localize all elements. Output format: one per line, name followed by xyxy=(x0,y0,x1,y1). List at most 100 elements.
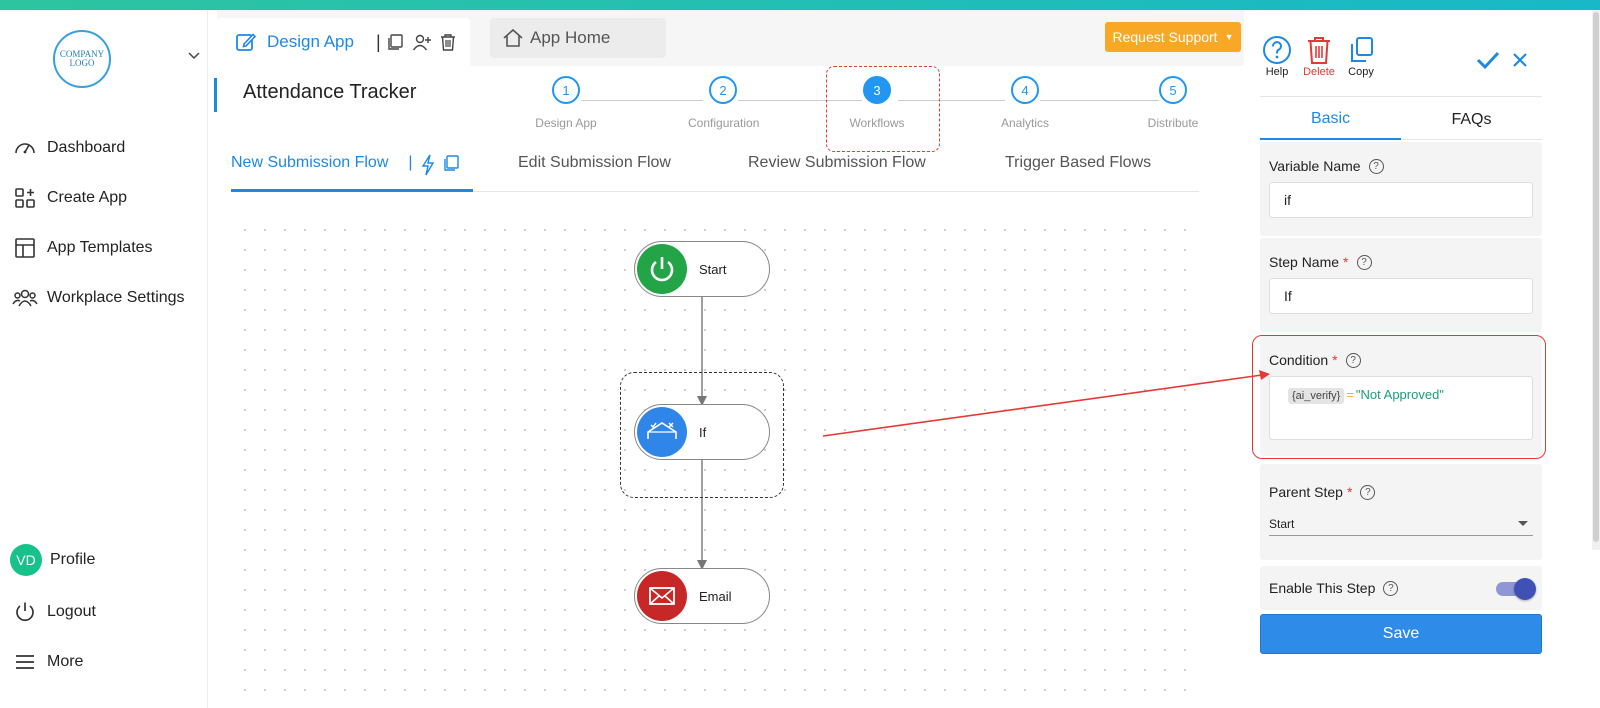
workflow-node-if[interactable]: If xyxy=(634,404,770,460)
close-icon[interactable] xyxy=(1512,52,1528,68)
sidebar-item-workplace-settings[interactable]: Workplace Settings xyxy=(12,283,185,313)
parent-step-group: Parent Step * ? Start xyxy=(1260,464,1542,560)
properties-panel: Help Delete Copy Basic FAQs Variable Nam… xyxy=(1252,10,1600,708)
edit-icon xyxy=(236,33,257,51)
tab-label: App Home xyxy=(530,28,611,47)
workflow-canvas[interactable]: Start If Email xyxy=(231,216,1199,708)
tab-label: Design App xyxy=(267,32,354,51)
step-number: 4 xyxy=(1011,76,1039,104)
step-label: Configuration xyxy=(688,116,760,130)
step-name-label: Step Name * ? xyxy=(1269,254,1372,270)
step-design-app[interactable]: 1 Design App xyxy=(531,76,601,130)
sidebar-item-label: App Templates xyxy=(47,239,153,256)
help-label: Help xyxy=(1265,66,1289,78)
chevron-down-icon[interactable] xyxy=(187,48,201,62)
panel-scrollbar[interactable] xyxy=(1592,10,1600,550)
duplicate-icon[interactable] xyxy=(443,154,461,177)
tab-label: Trigger Based Flows xyxy=(1005,154,1152,171)
help-button[interactable]: Help xyxy=(1253,34,1301,78)
company-logo[interactable]: COMPANY LOGO xyxy=(53,30,111,88)
tab-new-submission-flow[interactable]: New Submission Flow | xyxy=(231,154,461,192)
tab-basic[interactable]: Basic xyxy=(1260,100,1401,140)
sidebar-item-dashboard[interactable]: Dashboard xyxy=(12,133,125,163)
logo-text: COMPANY LOGO xyxy=(59,49,105,68)
condition-highlight-annotation xyxy=(1252,335,1546,459)
step-distribute[interactable]: 5 Distribute xyxy=(1138,76,1208,130)
enable-step-label: Enable This Step ? xyxy=(1269,580,1399,596)
title-accent xyxy=(214,78,217,112)
scrollbar-thumb[interactable] xyxy=(1593,12,1599,542)
copy-icon xyxy=(1337,34,1385,66)
envelope-icon xyxy=(637,571,687,621)
step-label: Analytics xyxy=(1000,116,1050,130)
stepper-connector xyxy=(1040,100,1159,101)
tab-design-app[interactable]: Design App | xyxy=(217,18,470,66)
enable-step-toggle[interactable] xyxy=(1496,578,1536,600)
variable-name-input[interactable]: if xyxy=(1269,182,1533,218)
button-label: Request Support xyxy=(1112,29,1218,45)
help-circle-icon[interactable]: ? xyxy=(1345,352,1361,368)
trash-icon[interactable] xyxy=(437,31,459,53)
sidebar-item-create-app[interactable]: Create App xyxy=(12,183,127,213)
copy-button[interactable]: Copy xyxy=(1337,34,1385,78)
field-label-text: Condition xyxy=(1269,352,1329,368)
help-circle-icon[interactable]: ? xyxy=(1383,580,1399,596)
condition-group: Condition * ? {ai_verify}="Not Approved" xyxy=(1260,336,1542,456)
sidebar-item-label: Workplace Settings xyxy=(47,289,185,306)
node-selection-box xyxy=(620,372,784,498)
request-support-button[interactable]: Request Support ▼ xyxy=(1105,22,1241,52)
duplicate-icon[interactable] xyxy=(385,31,407,53)
caret-down-icon: ▼ xyxy=(1224,32,1234,42)
variable-name-group: Variable Name ? if xyxy=(1260,142,1542,236)
save-button[interactable]: Save xyxy=(1260,614,1542,654)
node-label: Start xyxy=(699,261,727,277)
sidebar-item-app-templates[interactable]: App Templates xyxy=(12,233,153,263)
workflow-node-email[interactable]: Email xyxy=(634,568,770,624)
tab-review-submission-flow[interactable]: Review Submission Flow xyxy=(748,154,926,192)
trash-icon xyxy=(1295,34,1343,66)
tab-edit-submission-flow[interactable]: Edit Submission Flow xyxy=(518,154,671,192)
parent-step-select[interactable]: Start xyxy=(1269,512,1533,536)
step-configuration[interactable]: 2 Configuration xyxy=(688,76,760,130)
help-circle-icon[interactable]: ? xyxy=(1356,254,1372,270)
sidebar-item-profile[interactable]: VD Profile xyxy=(10,544,96,576)
tab-label: Edit Submission Flow xyxy=(518,154,671,171)
step-number: 2 xyxy=(709,76,737,104)
tab-faqs[interactable]: FAQs xyxy=(1451,111,1492,128)
step-label: Design App xyxy=(535,116,597,130)
step-label: Distribute xyxy=(1147,116,1199,130)
field-label-text: Step Name xyxy=(1269,254,1340,270)
menu-icon xyxy=(12,649,38,675)
condition-editor[interactable]: {ai_verify}="Not Approved" xyxy=(1269,376,1533,440)
node-label: If xyxy=(699,424,707,440)
home-icon xyxy=(503,28,523,47)
enable-step-group: Enable This Step ? xyxy=(1260,566,1542,610)
workflow-node-start[interactable]: Start xyxy=(634,241,770,297)
sidebar-item-label: Dashboard xyxy=(47,139,126,156)
help-circle-icon[interactable]: ? xyxy=(1368,158,1384,174)
power-icon xyxy=(637,244,687,294)
branch-icon xyxy=(637,407,687,457)
page-title: Attendance Tracker xyxy=(243,81,417,103)
step-analytics[interactable]: 4 Analytics xyxy=(990,76,1060,130)
required-mark: * xyxy=(1346,484,1353,500)
delete-button[interactable]: Delete xyxy=(1295,34,1343,78)
lightning-icon[interactable] xyxy=(421,154,435,181)
users-icon xyxy=(12,285,38,311)
sidebar: COMPANY LOGO Dashboard Create App App Te… xyxy=(0,10,208,708)
sidebar-item-label: Profile xyxy=(50,551,96,568)
tab-app-home[interactable]: App Home xyxy=(490,18,666,58)
help-circle-icon[interactable]: ? xyxy=(1360,484,1376,500)
panel-divider xyxy=(1260,96,1542,97)
active-tab-indicator xyxy=(231,189,473,192)
check-icon[interactable] xyxy=(1476,50,1500,70)
step-number: 1 xyxy=(552,76,580,104)
step-workflows[interactable]: 3 Workflows xyxy=(842,76,912,130)
tab-trigger-based-flows[interactable]: Trigger Based Flows xyxy=(1005,154,1151,192)
parent-step-label: Parent Step * ? xyxy=(1269,484,1376,500)
sidebar-item-more[interactable]: More xyxy=(12,647,83,677)
add-user-icon[interactable] xyxy=(411,31,433,53)
step-name-input[interactable]: If xyxy=(1269,278,1533,314)
separator: | xyxy=(375,31,381,52)
sidebar-item-logout[interactable]: Logout xyxy=(12,597,96,627)
